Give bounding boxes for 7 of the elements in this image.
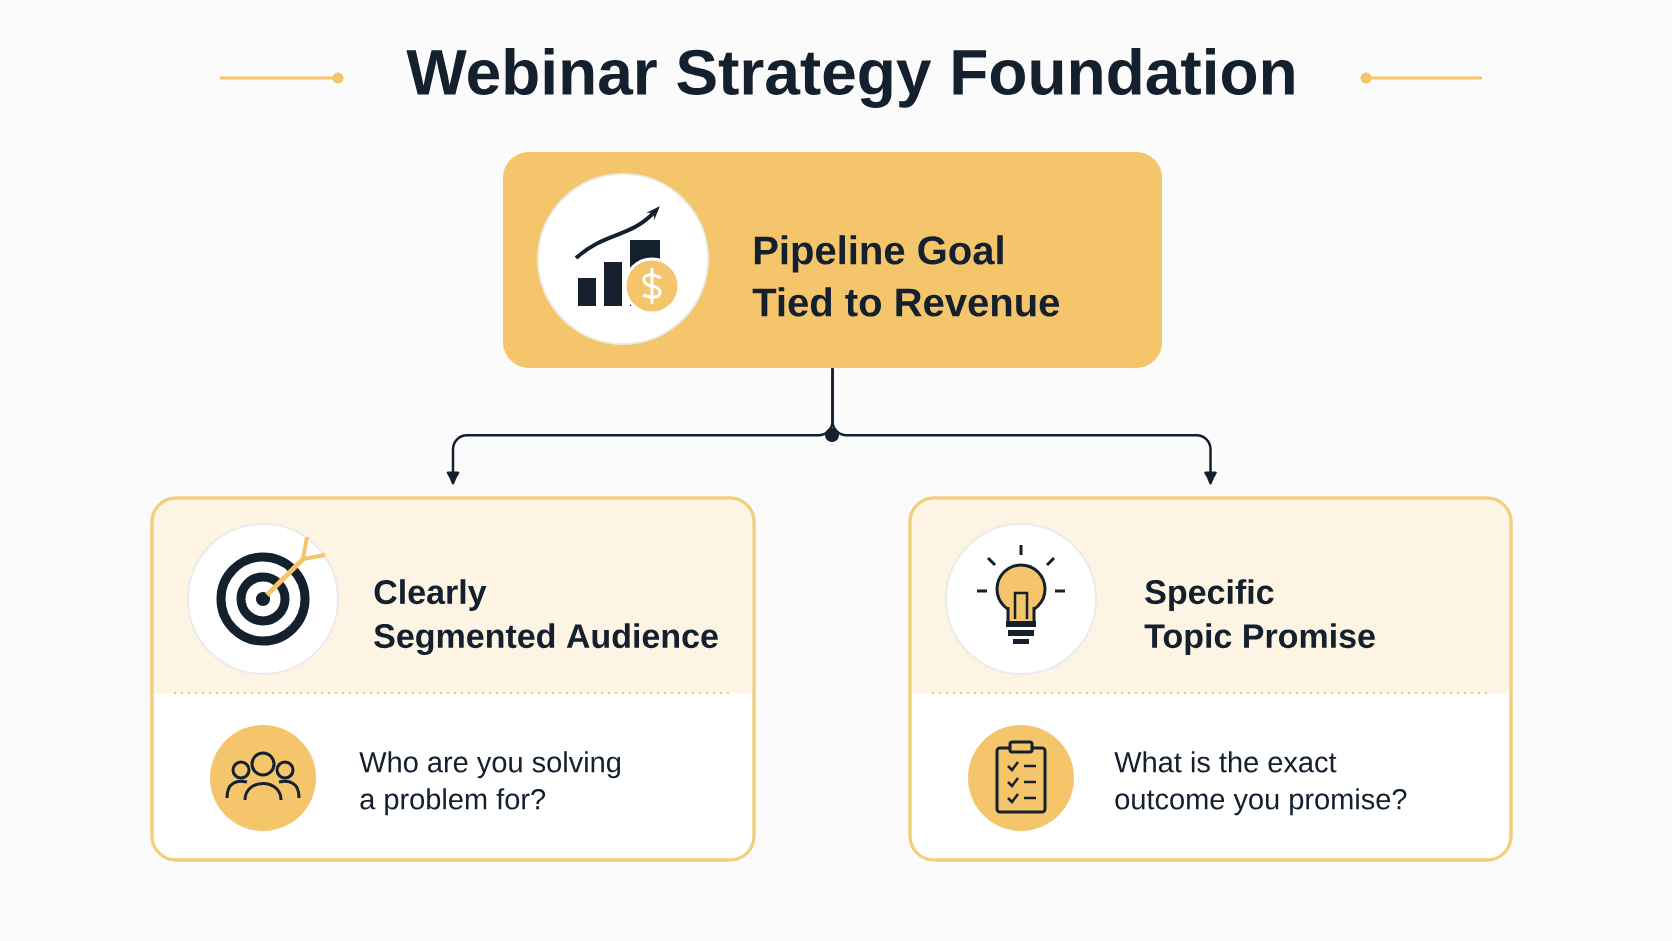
heading: Pipeline Goal Tied to Revenue <box>752 235 1060 317</box>
question-text: Who are you solving a problem for? <box>359 751 620 816</box>
heading: Specific Topic Promise <box>1144 579 1375 655</box>
heading: Clearly Segmented Audience <box>374 579 718 656</box>
connector <box>831 368 1217 485</box>
title: Webinar Strategy Foundation <box>406 48 1294 108</box>
question-text: What is the exact outcome you promise? <box>1114 751 1407 816</box>
